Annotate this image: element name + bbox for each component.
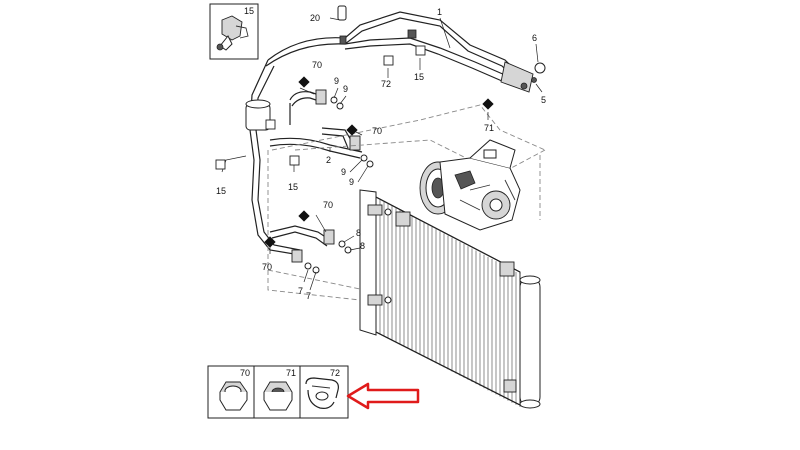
label-8-a: 8 <box>356 228 361 238</box>
o-ring-9a <box>330 96 338 104</box>
label-72: 72 <box>381 79 391 89</box>
marker-15-d <box>265 119 276 130</box>
label-70-d: 70 <box>262 262 272 272</box>
condenser-receiver-cylinder <box>519 277 541 407</box>
marker-72 <box>383 55 394 66</box>
marker-70-b <box>346 124 358 136</box>
bottom-insets: 70 71 72 <box>207 365 349 419</box>
inset-15-label: 15 <box>244 6 254 16</box>
leader-lines <box>221 17 543 291</box>
inset-71-label: 71 <box>286 368 296 378</box>
label-7-a: 7 <box>298 286 303 296</box>
o-ring-9d <box>366 160 374 168</box>
label-20: 20 <box>310 13 320 23</box>
marker-70-a <box>298 76 310 88</box>
o-ring-7a <box>304 262 312 270</box>
marker-71 <box>482 98 494 110</box>
o-ring-5 <box>531 77 537 83</box>
label-15-a: 15 <box>414 72 424 82</box>
ac-compressor <box>419 139 521 231</box>
marker-15-b <box>289 155 300 166</box>
inset-70-label: 70 <box>240 368 250 378</box>
label-1: 1 <box>437 7 442 17</box>
pipe-fitting-right <box>500 61 534 93</box>
o-ring-6 <box>534 62 546 74</box>
marker-15-c <box>215 159 226 170</box>
label-7-b: 7 <box>306 291 311 301</box>
label-15-c: 15 <box>216 186 226 196</box>
marker-70-c <box>298 210 310 222</box>
marker-70-d <box>264 236 276 248</box>
inset-nut-70: 70 <box>219 368 250 411</box>
label-9-a: 9 <box>334 76 339 86</box>
inset-clip-72: 72 <box>305 368 340 409</box>
o-ring-9c <box>360 154 368 162</box>
condenser <box>359 189 541 409</box>
condenser-fins <box>375 197 521 407</box>
part-labels: 1 20 6 5 71 15 72 70 9 9 70 2 9 9 15 15 … <box>216 7 546 301</box>
inset-nut-71: 71 <box>263 368 296 411</box>
label-9-c: 9 <box>341 167 346 177</box>
label-6: 6 <box>532 33 537 43</box>
red-pointer-arrow <box>346 382 420 410</box>
label-5: 5 <box>541 95 546 105</box>
label-15-b: 15 <box>288 182 298 192</box>
label-70-b: 70 <box>372 126 382 136</box>
label-8-b: 8 <box>360 241 365 251</box>
label-71: 71 <box>484 123 494 133</box>
inset-72-label: 72 <box>330 368 340 378</box>
marker-15-a <box>415 45 426 56</box>
label-70-a: 70 <box>312 60 322 70</box>
label-70-c: 70 <box>323 200 333 210</box>
pipe-flanges <box>291 5 546 274</box>
inset-clip-15: 15 <box>209 3 259 60</box>
valve-cap-20 <box>337 5 347 21</box>
label-9-b: 9 <box>343 84 348 94</box>
o-ring-8a <box>338 240 346 248</box>
label-2: 2 <box>326 155 331 165</box>
o-ring-9b <box>336 102 344 110</box>
label-9-d: 9 <box>349 177 354 187</box>
